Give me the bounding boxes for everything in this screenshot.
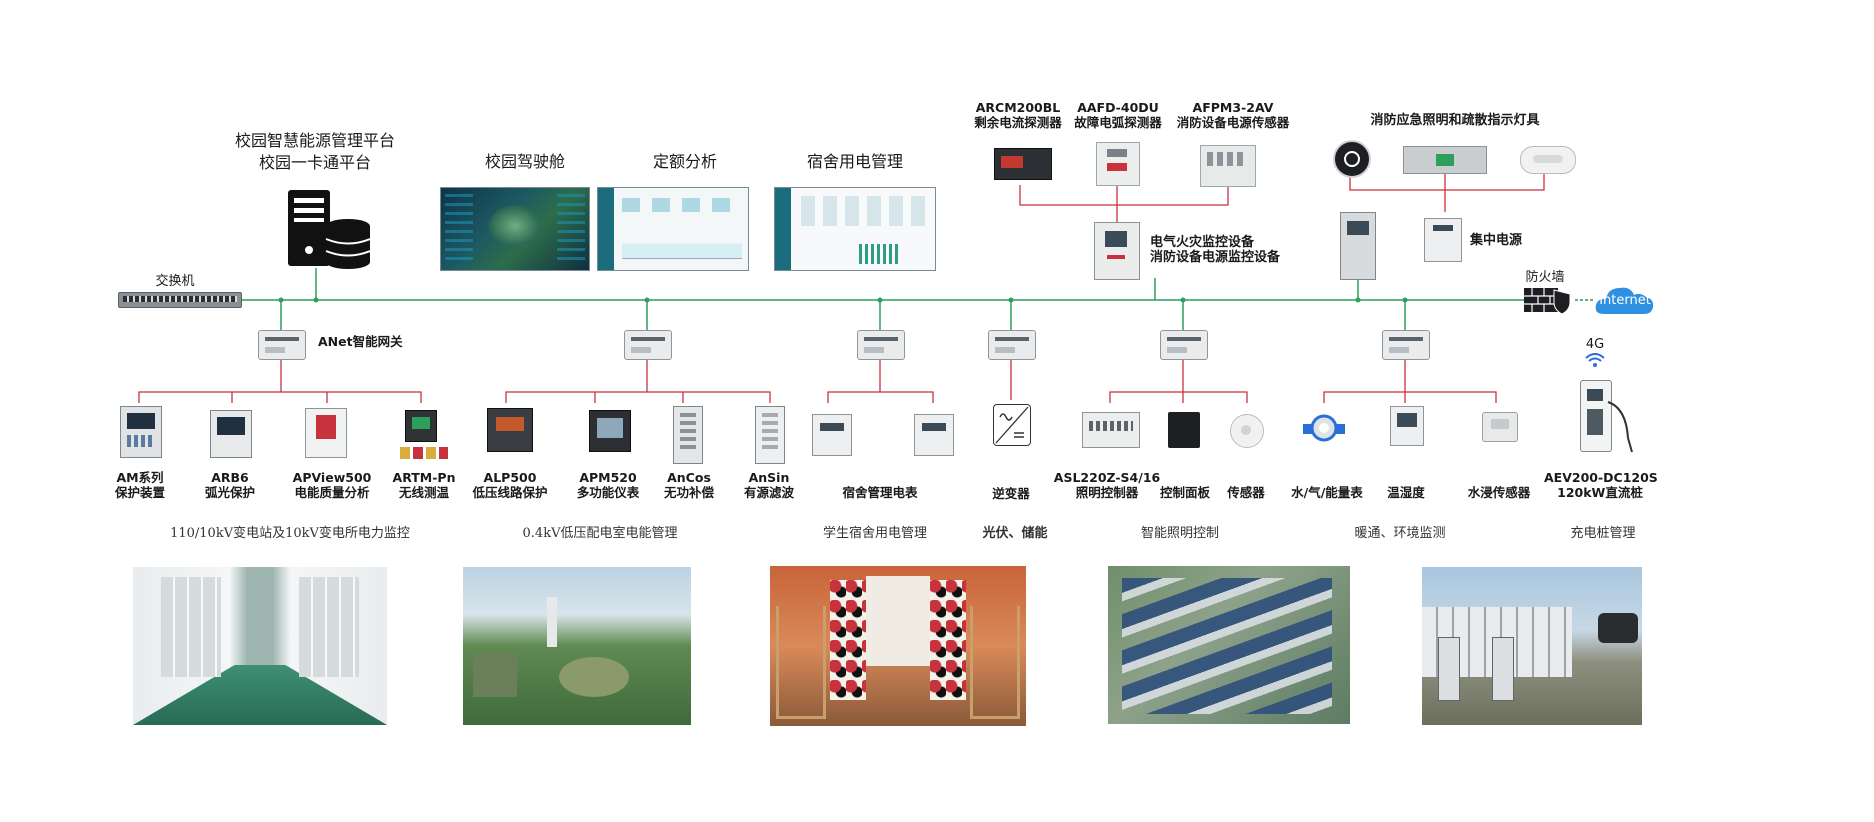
category-charging: 充电桩管理 [1570, 526, 1636, 541]
power-quality-analyzer[interactable] [305, 408, 347, 458]
dorm-meter-1[interactable] [812, 414, 852, 456]
central-power-label: 集中电源 [1470, 233, 1523, 248]
fire-monitor-label: 电气火灾监控设备消防设备电源监控设备 [1150, 235, 1281, 265]
app-label-dorm: 宿舍用电管理 [806, 152, 903, 171]
device-label-control-panel: 控制面板 [1159, 485, 1210, 500]
residual-current-detector[interactable] [994, 148, 1052, 180]
arc-fault-detector[interactable] [1096, 142, 1140, 186]
category-substation: 110/10kV变电站及10kV变电所电力监控 [170, 526, 410, 541]
dorm-power-screenshot[interactable] [774, 187, 936, 271]
category-lighting: 智能照明控制 [1140, 526, 1219, 541]
dc-charging-pile[interactable] [1580, 380, 1612, 452]
arc-protection-device[interactable] [210, 410, 252, 458]
emergency-lamp[interactable] [1520, 146, 1576, 174]
internet-label: Internet [1599, 293, 1651, 308]
device-label-inverter: 逆变器 [992, 486, 1030, 501]
category-hvac: 暖通、环境监测 [1354, 526, 1446, 541]
inverter-icon[interactable] [993, 404, 1031, 446]
water-gas-energy-meter[interactable] [1303, 412, 1345, 446]
emergency-control-cabinet[interactable] [1340, 212, 1376, 280]
platform-title: 校园智慧能源管理平台校园一卡通平台 [234, 131, 395, 172]
device-label-water-meter: 水/气/能量表 [1291, 485, 1363, 500]
device-label-temp-humidity: 温湿度 [1387, 485, 1425, 500]
category-lowvoltage: 0.4kV低压配电室电能管理 [522, 526, 678, 541]
central-power-box[interactable] [1424, 218, 1462, 262]
category-dorm: 学生宿舍用电管理 [822, 526, 927, 541]
lighting-sensor[interactable] [1230, 414, 1264, 448]
apm520-meter[interactable] [589, 410, 631, 452]
charging-station-photo [1422, 567, 1642, 725]
temperature-humidity-sensor[interactable] [1390, 406, 1424, 446]
dorm-meter-2[interactable] [914, 414, 954, 456]
emergency-exit-round-light[interactable] [1333, 140, 1371, 178]
wireless-temp-sensors [400, 447, 448, 459]
device-label-am: AM系列保护装置 [114, 470, 165, 500]
app-label-cockpit: 校园驾驶舱 [484, 152, 565, 171]
ancos-cabinet[interactable] [673, 406, 703, 464]
category-pv-storage: 光伏、储能 [982, 526, 1048, 541]
gateway-lighting[interactable] [1160, 330, 1208, 360]
fire-monitor-cabinet[interactable] [1094, 222, 1140, 280]
gateway-substation[interactable] [258, 330, 306, 360]
substation-photo [133, 567, 387, 725]
firewall-label: 防火墙 [1525, 270, 1565, 285]
water-leak-sensor[interactable] [1482, 412, 1518, 442]
lighting-controller[interactable] [1082, 412, 1140, 448]
gateway-lowvoltage[interactable] [624, 330, 672, 360]
device-label-sensor: 传感器 [1227, 485, 1265, 500]
solar-rooftops-photo [1108, 566, 1350, 724]
quota-analysis-screenshot[interactable] [597, 187, 749, 271]
cockpit-screenshot[interactable] [440, 187, 590, 271]
device-label-water-leak: 水浸传感器 [1467, 485, 1531, 500]
ansin-cabinet[interactable] [755, 406, 785, 464]
wireless-temperature-device[interactable] [405, 410, 437, 442]
gateway-dorm[interactable] [857, 330, 905, 360]
fire-power-sensor[interactable] [1200, 145, 1256, 187]
firewall-icon [1524, 286, 1574, 318]
internet-cloud-icon[interactable]: Internet [1594, 282, 1656, 320]
campus-aerial-photo [463, 567, 691, 725]
app-label-quota: 定额分析 [652, 152, 717, 171]
gateway-hvac[interactable] [1382, 330, 1430, 360]
dormitory-photo [770, 566, 1026, 726]
alp500-device[interactable] [487, 408, 533, 452]
am-protection-device[interactable] [120, 406, 162, 458]
wifi-icon [1585, 352, 1605, 371]
switch-label: 交换机 [155, 274, 195, 289]
evacuation-sign-light[interactable] [1403, 146, 1487, 174]
gateway-label: ANet智能网关 [318, 334, 403, 349]
device-label-dorm-meter: 宿舍管理电表 [842, 485, 918, 500]
server-database-icon [286, 190, 371, 274]
emergency-light-label: 消防应急照明和疏散指示灯具 [1370, 113, 1540, 128]
4g-label: 4G [1585, 337, 1605, 352]
charging-cable [1607, 401, 1633, 453]
control-panel[interactable] [1168, 412, 1200, 448]
network-switch [118, 292, 242, 308]
gateway-pv[interactable] [988, 330, 1036, 360]
